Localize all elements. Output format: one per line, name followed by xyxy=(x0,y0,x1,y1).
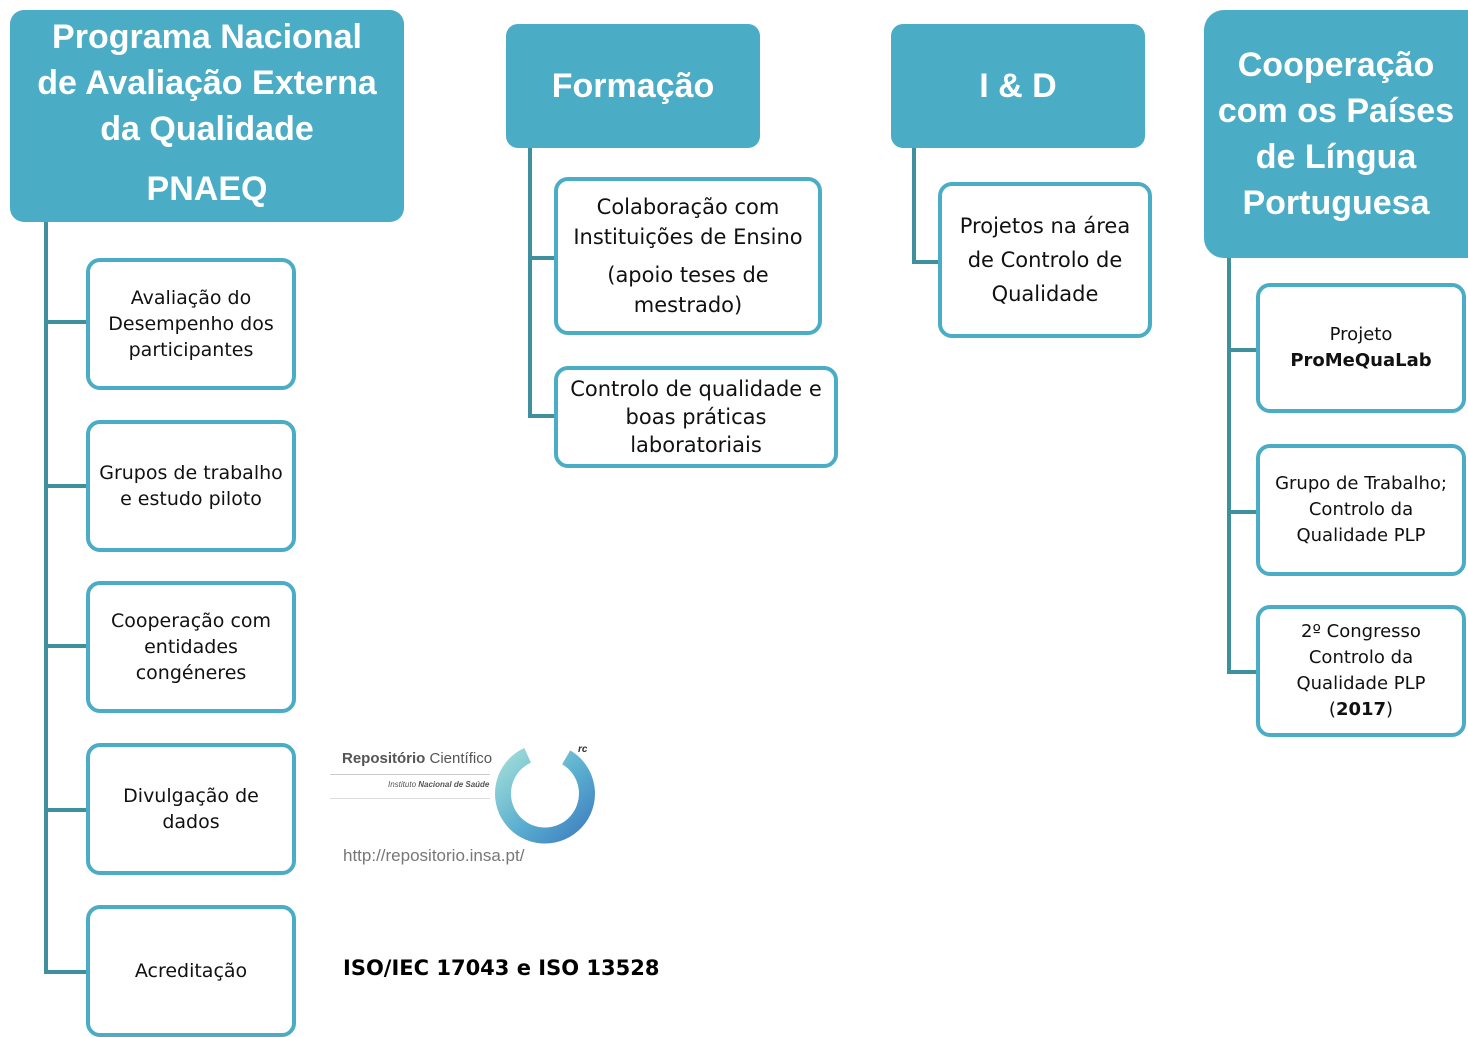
cplp-title-line-4: Portuguesa xyxy=(1242,184,1430,222)
pnaeq-item-working-groups: Grupos de trabalho e estudo piloto xyxy=(86,420,296,552)
cplp-item-3-line-1: 2º Congresso xyxy=(1301,621,1421,642)
cplp-title-line-1: Cooperação xyxy=(1237,46,1435,84)
id-item-1-line-3: Qualidade xyxy=(991,282,1099,306)
cplp-item-2-line-3: Qualidade PLP xyxy=(1296,525,1426,546)
cplp-title-line-3: de Língua xyxy=(1255,138,1417,176)
formacao-connector-trunk xyxy=(528,148,532,418)
cplp-item-2-line-2: Controlo da xyxy=(1308,499,1414,520)
pnaeq-connector-3 xyxy=(44,644,88,648)
cplp-item-2-line-1: Grupo de Trabalho; xyxy=(1275,473,1447,494)
repository-logo-name: Repositório Científico xyxy=(342,750,492,767)
pnaeq-item-1-line-3: participantes xyxy=(128,339,254,361)
pnaeq-item-1-line-1: Avaliação do xyxy=(130,287,252,309)
pnaeq-title-line-1: Programa Nacional xyxy=(52,18,362,56)
repository-logo-institute-bold: Nacional de Saúde xyxy=(418,780,490,789)
id-title: I & D xyxy=(979,66,1057,105)
repository-url[interactable]: http://repositorio.insa.pt/ xyxy=(343,846,525,865)
id-header: I & D xyxy=(891,24,1145,148)
formacao-item-2-line-2: boas práticas xyxy=(625,405,767,429)
pnaeq-item-2-line-1: Grupos de trabalho xyxy=(99,462,283,484)
pnaeq-item-cooperation: Cooperação com entidades congéneres xyxy=(86,581,296,713)
formacao-item-1-line-1: Colaboração com xyxy=(596,195,780,219)
pnaeq-connector-2 xyxy=(44,484,88,488)
cplp-connector-2 xyxy=(1227,510,1259,514)
cplp-item-congress: 2º Congresso Controlo da Qualidade PLP (… xyxy=(1256,605,1466,737)
formacao-item-1-line-3: (apoio teses de xyxy=(607,263,769,287)
id-item-1-line-2: de Controlo de xyxy=(967,248,1123,272)
cplp-item-promequalab: Projeto ProMeQuaLab xyxy=(1256,283,1466,413)
formacao-item-2-line-3: laboratoriais xyxy=(630,433,762,457)
id-item-1-line-1: Projetos na área xyxy=(959,214,1131,238)
pnaeq-item-accreditation: Acreditação xyxy=(86,905,296,1037)
formacao-item-2-line-1: Controlo de qualidade e xyxy=(570,377,822,401)
pnaeq-item-1-line-2: Desempenho dos xyxy=(108,313,274,335)
pnaeq-connector-1 xyxy=(44,320,88,324)
pnaeq-connector-4 xyxy=(44,808,88,812)
formacao-connector-2 xyxy=(528,414,556,418)
pnaeq-item-3-line-2: entidades xyxy=(144,636,238,658)
cplp-connector-3 xyxy=(1227,670,1259,674)
pnaeq-item-3-line-3: congéneres xyxy=(135,662,247,684)
pnaeq-connector-trunk xyxy=(44,222,48,974)
cplp-item-3-year: 2017 xyxy=(1335,699,1387,720)
cplp-item-1-prefix: Projeto xyxy=(1329,324,1393,345)
repository-logo-name-rest: Científico xyxy=(429,750,493,767)
id-connector-trunk xyxy=(912,148,916,264)
pnaeq-item-performance: Avaliação do Desempenho dos participante… xyxy=(86,258,296,390)
cplp-header: Cooperação com os Países de Língua Portu… xyxy=(1204,10,1468,258)
pnaeq-item-dissemination: Divulgação de dados xyxy=(86,743,296,875)
id-item-quality-projects: Projetos na área de Controlo de Qualidad… xyxy=(938,182,1152,338)
repository-badge: rc xyxy=(578,744,588,755)
formacao-item-academic-collaboration: Colaboração com Instituições de Ensino (… xyxy=(554,177,822,335)
pnaeq-item-2-line-2: e estudo piloto xyxy=(120,488,262,510)
cplp-item-3-year-close: ) xyxy=(1386,699,1394,720)
repository-ring-icon: rc xyxy=(494,744,595,844)
pnaeq-acronym: PNAEQ xyxy=(146,170,268,208)
formacao-title: Formação xyxy=(551,66,715,105)
cplp-item-3-year-line: (2017) xyxy=(1329,697,1393,723)
pnaeq-title-line-2: de Avaliação Externa xyxy=(37,64,377,102)
repository-logo-divider-bottom xyxy=(330,798,490,799)
formacao-header: Formação xyxy=(506,24,760,148)
repository-ring-arc xyxy=(494,748,595,844)
pnaeq-header: Programa Nacional de Avaliação Externa d… xyxy=(10,10,404,222)
repository-logo-name-bold: Repositório xyxy=(342,750,426,767)
cplp-connector-1 xyxy=(1227,348,1259,352)
formacao-item-1-line-4: mestrado) xyxy=(633,293,743,317)
cplp-item-1-project-name: ProMeQuaLab xyxy=(1290,350,1432,371)
repository-logo-institute-prefix: Instituto xyxy=(388,780,419,789)
repository-logo: Repositório Científico Instituto Naciona… xyxy=(330,740,600,870)
cplp-title-line-2: com os Países xyxy=(1217,92,1455,130)
accreditation-standards-note: ISO/IEC 17043 e ISO 13528 xyxy=(343,956,660,980)
cplp-item-3-line-3: Qualidade PLP xyxy=(1296,673,1426,694)
repository-logo-institute: Instituto Nacional de Saúde xyxy=(388,780,489,789)
pnaeq-item-4-line-1: Divulgação de xyxy=(123,785,259,807)
cplp-item-working-group: Grupo de Trabalho; Controlo da Qualidade… xyxy=(1256,444,1466,576)
pnaeq-item-5-line-1: Acreditação xyxy=(134,960,248,982)
pnaeq-item-4-line-2: dados xyxy=(162,811,220,833)
cplp-connector-trunk xyxy=(1227,258,1231,674)
cplp-item-3-line-2: Controlo da xyxy=(1308,647,1414,668)
cplp-item-3-year-open: ( xyxy=(1328,699,1336,720)
pnaeq-title-line-3: da Qualidade xyxy=(100,110,314,148)
formacao-item-1-line-2: Instituições de Ensino xyxy=(573,225,803,249)
formacao-connector-1 xyxy=(528,256,556,260)
id-connector-1 xyxy=(912,260,942,264)
repository-logo-divider-top xyxy=(330,774,490,775)
pnaeq-item-3-line-1: Cooperação com xyxy=(110,610,272,632)
pnaeq-connector-5 xyxy=(44,970,88,974)
formacao-item-quality-control: Controlo de qualidade e boas práticas la… xyxy=(554,366,838,468)
